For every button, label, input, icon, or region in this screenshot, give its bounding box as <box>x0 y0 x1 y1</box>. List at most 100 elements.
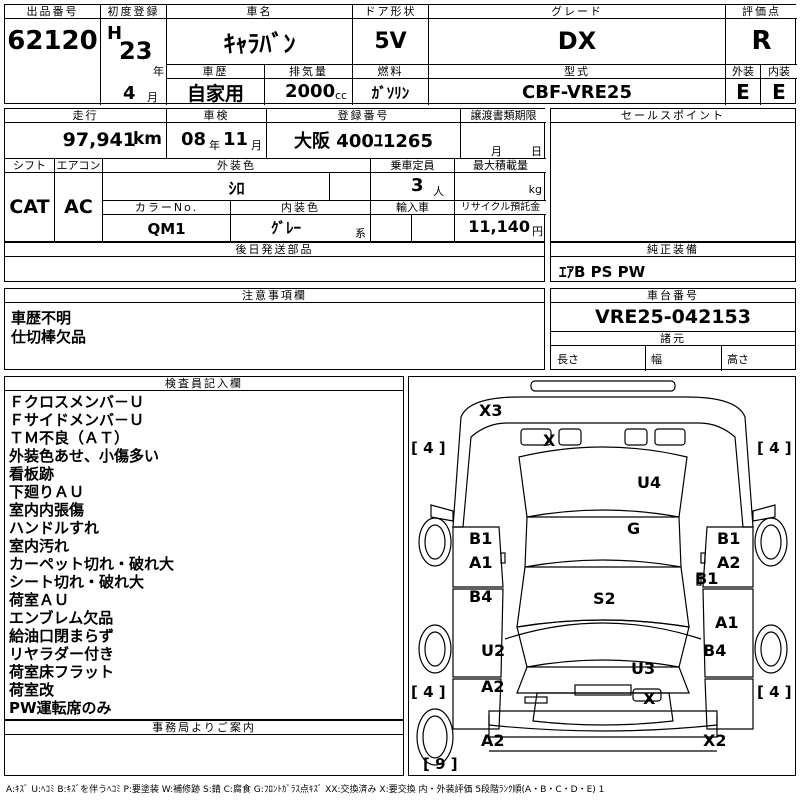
door-box: ドア形状 5V <box>353 5 429 65</box>
inspection-month-unit: 月 <box>251 139 262 152</box>
displacement-label: 排気量 <box>265 65 352 79</box>
recycle-box: リサイクル預託金 11,140 円 <box>455 201 546 243</box>
grade-label: グレード <box>429 5 725 19</box>
tire-depth-left-rear: [ 4 ] <box>411 683 446 701</box>
height-label: 高さ <box>727 353 749 366</box>
inspection-year: 08 <box>181 129 207 150</box>
mileage-box: 走行 97,941 km <box>5 109 167 159</box>
reg-month: 4 <box>123 83 136 104</box>
fuel-box: 燃料 ｶﾞｿﾘﾝ <box>353 65 429 105</box>
inspector-line: Ｆサイドメンバ－Ｕ <box>9 411 145 429</box>
color-label: 外装色 <box>103 159 370 173</box>
damage-mark: G <box>627 519 641 538</box>
shift-label: シフト <box>5 159 54 173</box>
damage-mark: U2 <box>481 641 506 660</box>
transfer-day-unit: 日 <box>531 145 542 158</box>
color-no-box: カラーNo. QM1 <box>103 201 231 243</box>
mileage-unit: km <box>132 129 162 149</box>
details-table: 走行 97,941 km 車検 08 年 11 月 登録番号 大阪 400ﾕ12… <box>4 108 546 243</box>
max-load-box: 最大積載量 kg <box>455 159 546 201</box>
car-name-label: 車名 <box>167 5 352 19</box>
exterior-grade: E <box>736 80 750 104</box>
capacity-label: 乗車定員 <box>371 159 454 173</box>
door-type: 5V <box>374 28 407 54</box>
inspector-label: 検査員記入欄 <box>5 377 403 391</box>
damage-mark: B1 <box>695 569 719 588</box>
damage-mark: B1 <box>717 529 741 548</box>
color: ｼﾛ <box>228 179 245 198</box>
fuel-label: 燃料 <box>353 65 428 79</box>
int-color: ｸﾞﾚｰ <box>271 219 302 237</box>
inspector-line: 看板跡 <box>9 465 55 483</box>
inspector-line: カーペット切れ・破れ大 <box>9 555 175 573</box>
office-box: 事務局よりご案内 <box>4 720 404 776</box>
specs-label: 諸元 <box>551 332 795 346</box>
legend: A:ｷｽﾞ U:ﾍｺﾐ B:ｷｽﾞを伴うﾍｺﾐ P:要塗装 W:補修跡 S:錆 … <box>6 785 605 795</box>
interior-grade: E <box>772 80 786 104</box>
tire-depth-right-front: [ 4 ] <box>757 439 792 457</box>
door-label: ドア形状 <box>353 5 428 19</box>
damage-mark: X <box>643 689 656 708</box>
displacement: 2000 <box>285 81 336 102</box>
inspector-line: 荷室改 <box>9 681 55 699</box>
lot-label: 出品番号 <box>5 5 100 19</box>
later-parts-box: 後日発送部品 <box>4 242 545 282</box>
width-label: 幅 <box>651 353 662 366</box>
van-diagram-outline <box>416 380 788 766</box>
sales-point-label: セールスポイント <box>551 109 795 123</box>
damage-mark: U3 <box>631 659 656 678</box>
equipment: ｴｱB PS PW <box>559 263 646 281</box>
inspector-line: 室内内張傷 <box>9 501 85 519</box>
transfer-month-unit: 月 <box>491 145 502 158</box>
damage-mark: S2 <box>593 589 616 608</box>
grade-box: グレード DX <box>429 5 726 65</box>
displacement-unit: cc <box>335 89 348 102</box>
ac-label: エアコン <box>55 159 102 173</box>
sales-point-box: セールスポイント <box>550 108 796 242</box>
score: R <box>751 26 772 56</box>
int-color-label: 内装色 <box>231 201 370 215</box>
damage-mark: U4 <box>637 473 662 492</box>
damage-mark: B1 <box>469 529 493 548</box>
mileage-label: 走行 <box>5 109 166 123</box>
color-box: 外装色 ｼﾛ <box>103 159 371 201</box>
damage-mark: X <box>543 431 556 450</box>
inspector-line: PW運転席のみ <box>9 699 112 717</box>
transfer-label: 譲渡書類期限 <box>461 109 546 123</box>
exterior-label: 外装 <box>726 65 760 79</box>
ac: AC <box>64 196 93 218</box>
inspector-line: 荷室ＡＵ <box>9 591 70 609</box>
color-no-label: カラーNo. <box>103 201 230 215</box>
length-label: 長さ <box>557 353 579 366</box>
damage-mark: X2 <box>703 731 727 750</box>
header-table: 出品番号 62120 初度登録 H 23 年 4 月 車名 ｷｬﾗﾊﾞﾝ ドア形… <box>4 4 797 105</box>
interior-label: 内装 <box>761 65 797 79</box>
shift: CAT <box>9 196 50 218</box>
chassis-box: 車台番号 VRE25-042153 諸元 長さ 幅 高さ <box>550 288 796 371</box>
caution-label: 注意事項欄 <box>5 289 544 303</box>
inspector-line: Ｆクロスメンバ－Ｕ <box>9 393 145 411</box>
inspection-label: 車検 <box>167 109 266 123</box>
score-box: 評価点 R <box>726 5 797 65</box>
history: 自家用 <box>186 82 244 105</box>
capacity-unit: 人 <box>433 185 444 198</box>
damage-diagram: X3 X U4 G B1 A1 B4 S2 B1 A2 B1 A1 U2 B4 … <box>408 376 796 776</box>
month-unit: 月 <box>147 91 158 104</box>
caution-line: 車歴不明 <box>11 309 72 327</box>
first-reg-box: 初度登録 H 23 年 4 月 <box>101 5 167 105</box>
reg-no-label: 登録番号 <box>267 109 460 123</box>
model-label: 型式 <box>429 65 725 79</box>
inspector-line: エンブレム欠品 <box>9 609 114 627</box>
inspector-line: 室内汚れ <box>9 537 70 555</box>
tire-depth-right-rear: [ 4 ] <box>757 683 792 701</box>
color-divider <box>329 173 330 201</box>
import-box: 輸入車 <box>371 201 455 243</box>
inspector-line: 外装色あせ、小傷多い <box>9 447 160 465</box>
inspector-line: 下廻りＡＵ <box>9 483 85 501</box>
chassis-label: 車台番号 <box>551 289 795 303</box>
chassis-number: VRE25-042153 <box>551 303 795 332</box>
car-name: ｷｬﾗﾊﾞﾝ <box>223 29 296 58</box>
later-parts-label: 後日発送部品 <box>5 243 544 257</box>
model: CBF-VRE25 <box>522 81 632 103</box>
